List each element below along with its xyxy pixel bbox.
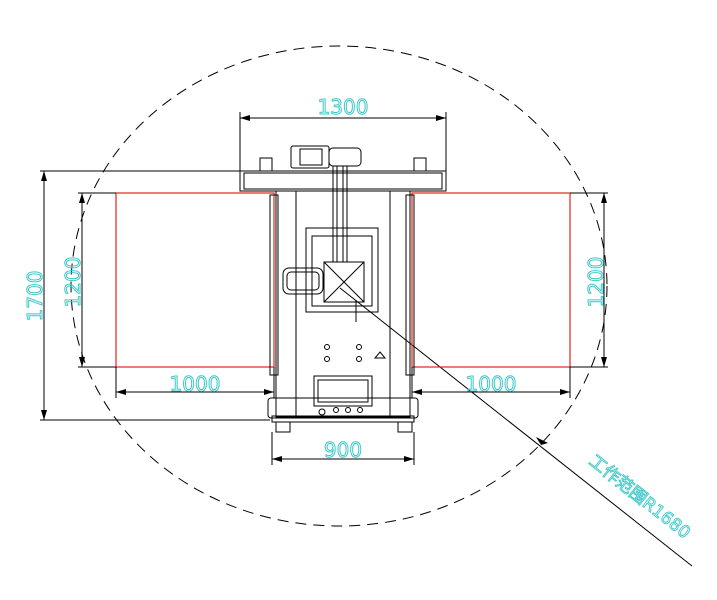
dim-label-left-length: 1000 xyxy=(170,372,221,396)
working-range-circle xyxy=(70,45,608,527)
dim-left-1000 xyxy=(115,367,275,398)
robot-arm xyxy=(282,145,362,322)
dim-label-bottom: 900 xyxy=(324,438,362,462)
right-workpiece-area xyxy=(411,192,571,368)
dim-right-1200 xyxy=(601,193,607,367)
control-panel xyxy=(313,344,387,416)
dim-label-left-inner: 1200 xyxy=(61,257,85,308)
radius-leader-line xyxy=(339,287,693,567)
working-range-label: 工作范围R1680 xyxy=(585,451,694,543)
robot-cell xyxy=(305,227,379,313)
dim-right-1000 xyxy=(411,367,571,398)
radius-arrowhead xyxy=(536,437,548,445)
dim-label-right: 1200 xyxy=(584,257,608,308)
dim-top-1300 xyxy=(239,112,447,171)
dim-label-top: 1300 xyxy=(318,95,369,119)
dim-left-1700 xyxy=(41,171,47,420)
left-workpiece-area xyxy=(115,192,275,368)
dim-label-left-outer: 1700 xyxy=(23,271,47,322)
dim-label-right-length: 1000 xyxy=(466,372,517,396)
dim-left-1200 xyxy=(79,193,85,367)
dim-bottom-900 xyxy=(271,432,415,465)
